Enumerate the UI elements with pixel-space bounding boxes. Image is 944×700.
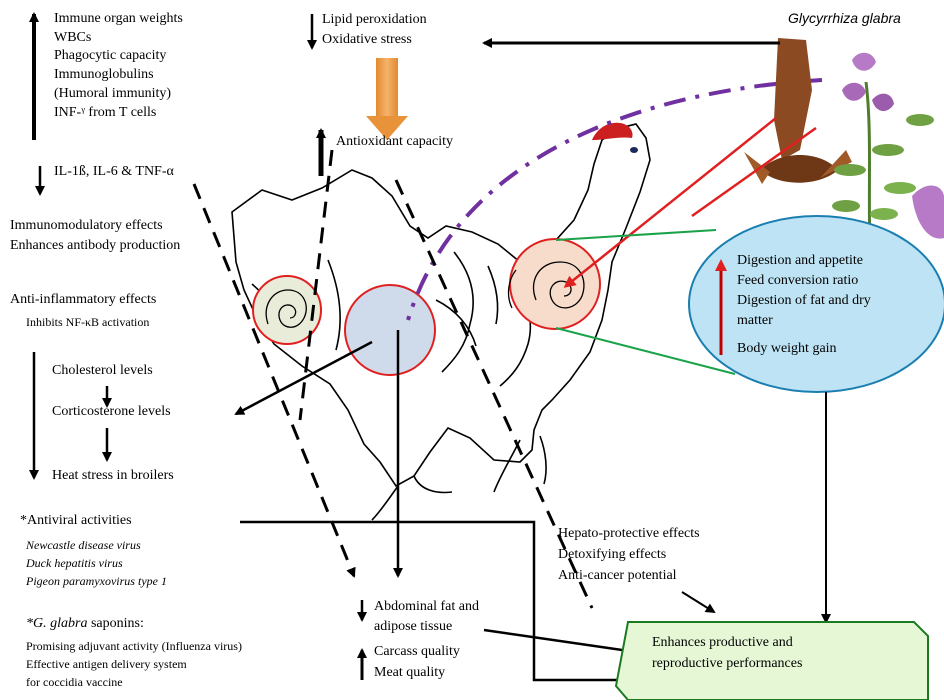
outcome-text: Enhances productive and: [652, 633, 793, 652]
immune-item: WBCs: [54, 29, 91, 47]
saponin-line: Promising adjuvant activity (Influenza v…: [26, 638, 242, 654]
orange-down-arrow: [366, 58, 408, 140]
oxidative-item: Oxidative stress: [322, 31, 412, 49]
saponin-line: Effective antigen delivery system: [26, 656, 187, 672]
virus-item: Duck hepatitis virus: [26, 555, 123, 571]
immune-item: Immune organ weights: [54, 10, 183, 28]
antiviral-title: *Antiviral activities: [20, 512, 132, 530]
saponin-line: for coccidia vaccine: [26, 674, 123, 690]
arrow-liver-to-outcome: [682, 592, 714, 612]
plant-illustration: [744, 38, 944, 248]
digestion-item: Feed conversion ratio: [737, 271, 858, 290]
interleukin-item: IL-1ß, IL-6 & TNF-α: [54, 163, 174, 181]
arrow-circle-to-corticosterone: [236, 342, 372, 414]
liver-item: Hepato-protective effects: [558, 525, 700, 543]
oxidative-item: Lipid peroxidation: [322, 11, 427, 29]
virus-item: Newcastle disease virus: [26, 537, 141, 553]
organ-circle-right: [510, 239, 600, 329]
stress-item: Corticosterone levels: [52, 403, 171, 421]
immunomodulatory-text: Enhances antibody production: [10, 237, 180, 255]
digestion-item: Digestion of fat and dry: [737, 291, 871, 310]
immune-item: Immunoglobulins: [54, 66, 154, 84]
saponins-title: *G. glabra saponins:: [26, 615, 144, 633]
outcome-text: reproductive performances: [652, 654, 802, 673]
carcass-item: Carcass quality: [374, 643, 460, 661]
immune-item: INF-ᵞ from T cells: [54, 104, 156, 122]
arrow-adipose-to-outcome: [484, 630, 636, 652]
carcass-item: Meat quality: [374, 664, 445, 682]
immunomodulatory-text: Immunomodulatory effects: [10, 217, 163, 235]
virus-item: Pigeon paramyxovirus type 1: [26, 573, 167, 589]
digestion-item: matter: [737, 311, 773, 330]
stress-item: Heat stress in broilers: [52, 467, 174, 485]
organ-circle-middle: [345, 285, 435, 375]
carcass-item: Abdominal fat and: [374, 598, 479, 616]
immune-item: (Humoral immunity): [54, 85, 171, 103]
liver-item: Anti-cancer potential: [558, 567, 677, 585]
digestion-item: Digestion and appetite: [737, 251, 863, 270]
anti-inflammatory-detail: Inhibits NF-κB activation: [26, 314, 149, 330]
dashed-arrow-immune-left: [194, 184, 354, 576]
comb-shape: [592, 123, 633, 140]
antioxidant-text: Antioxidant capacity: [336, 133, 453, 151]
carcass-item: adipose tissue: [374, 618, 452, 636]
eye-shape: [630, 147, 638, 153]
anti-inflammatory-title: Anti-inflammatory effects: [10, 291, 156, 309]
stress-item: Cholesterol levels: [52, 362, 153, 380]
digestion-item: Body weight gain: [737, 339, 837, 358]
liver-item: Detoxifying effects: [558, 546, 666, 564]
plant-name: Glycyrrhiza glabra: [788, 10, 901, 26]
immune-item: Phagocytic capacity: [54, 47, 166, 65]
